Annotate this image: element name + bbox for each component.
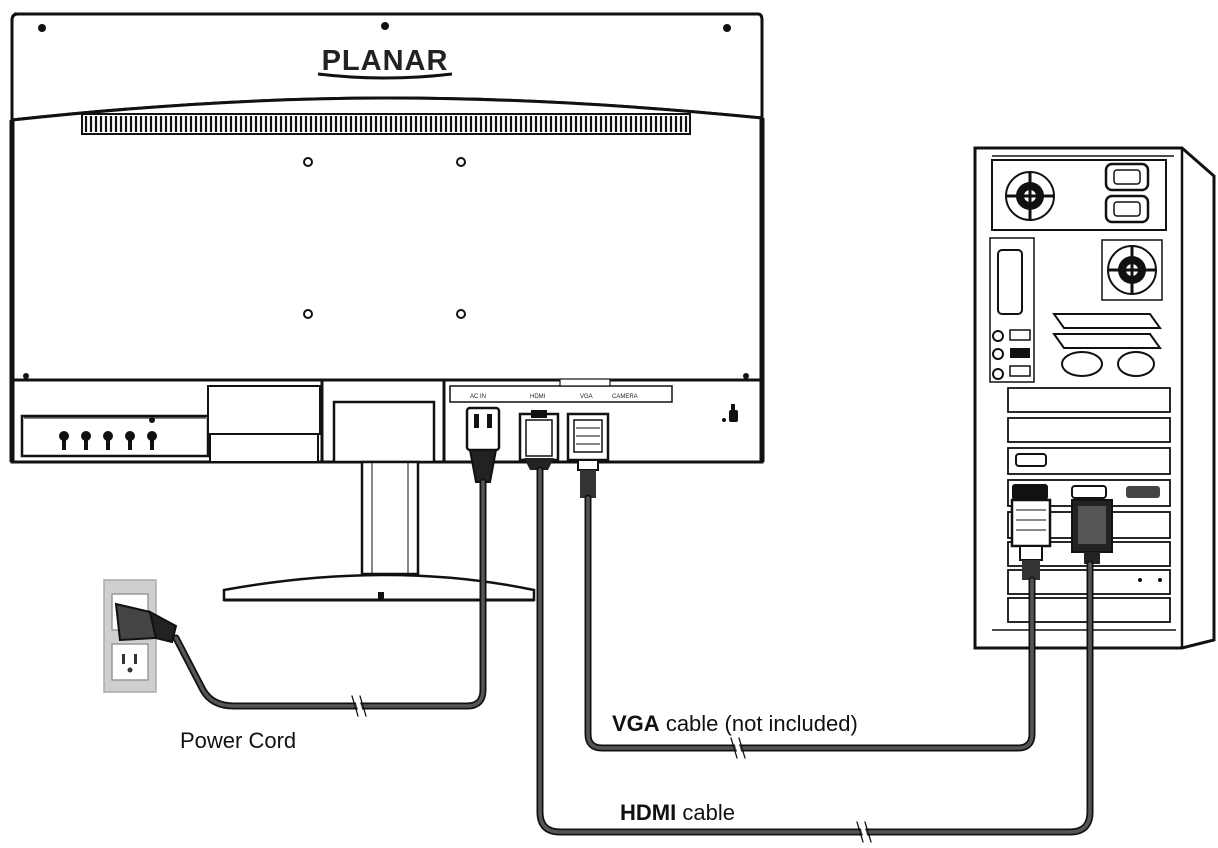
hdmi-cable-label: HDMI cable xyxy=(620,800,735,826)
vesa-hole-icon xyxy=(456,157,466,167)
screw-icon xyxy=(381,22,389,30)
hdmi-cable-bold: HDMI xyxy=(620,800,677,825)
vesa-hole-icon xyxy=(303,157,313,167)
screw-icon xyxy=(723,24,731,32)
vesa-hole-icon xyxy=(303,309,313,319)
port-label-ac-in: AC IN xyxy=(470,394,486,400)
power-cord-label: Power Cord xyxy=(180,728,296,754)
monitor-rear: PLANAR AC IN xyxy=(9,12,765,602)
power-plug-wall xyxy=(114,602,178,644)
port-label-camera: CAMERA xyxy=(612,394,638,400)
cables xyxy=(172,466,1094,844)
pc-tower-rear xyxy=(973,146,1216,650)
monitor-stand xyxy=(222,460,536,602)
vesa-hole-icon xyxy=(456,309,466,319)
control-buttons xyxy=(59,417,157,450)
vga-plug-monitor xyxy=(566,412,610,498)
vga-cable-label: VGA cable (not included) xyxy=(612,711,858,737)
power-cord-text: Power Cord xyxy=(180,728,297,753)
vga-cable-bold: VGA xyxy=(612,711,660,736)
power-socket-icon xyxy=(1104,162,1150,224)
parallel-port xyxy=(997,249,1023,315)
wall-outlet xyxy=(103,579,178,693)
cable-break-marks xyxy=(354,694,869,844)
hdmi-plug-monitor xyxy=(518,410,560,470)
vga-plug-pc xyxy=(1010,498,1052,580)
fan-icon xyxy=(1107,245,1157,295)
fan-icon xyxy=(1005,171,1055,221)
monitor-brand: PLANAR xyxy=(322,45,449,77)
power-plug-monitor xyxy=(465,406,501,483)
control-buttons-panel xyxy=(20,414,210,458)
port-label-vga: VGA xyxy=(580,394,593,400)
screw-icon xyxy=(38,24,46,32)
hdmi-plug-pc xyxy=(1071,499,1113,564)
port-label-hdmi: HDMI xyxy=(530,394,546,400)
hdmi-cable-text: cable xyxy=(682,800,735,825)
lock-slot-icon xyxy=(722,404,738,422)
vga-cable-text: cable (not included) xyxy=(665,711,858,736)
